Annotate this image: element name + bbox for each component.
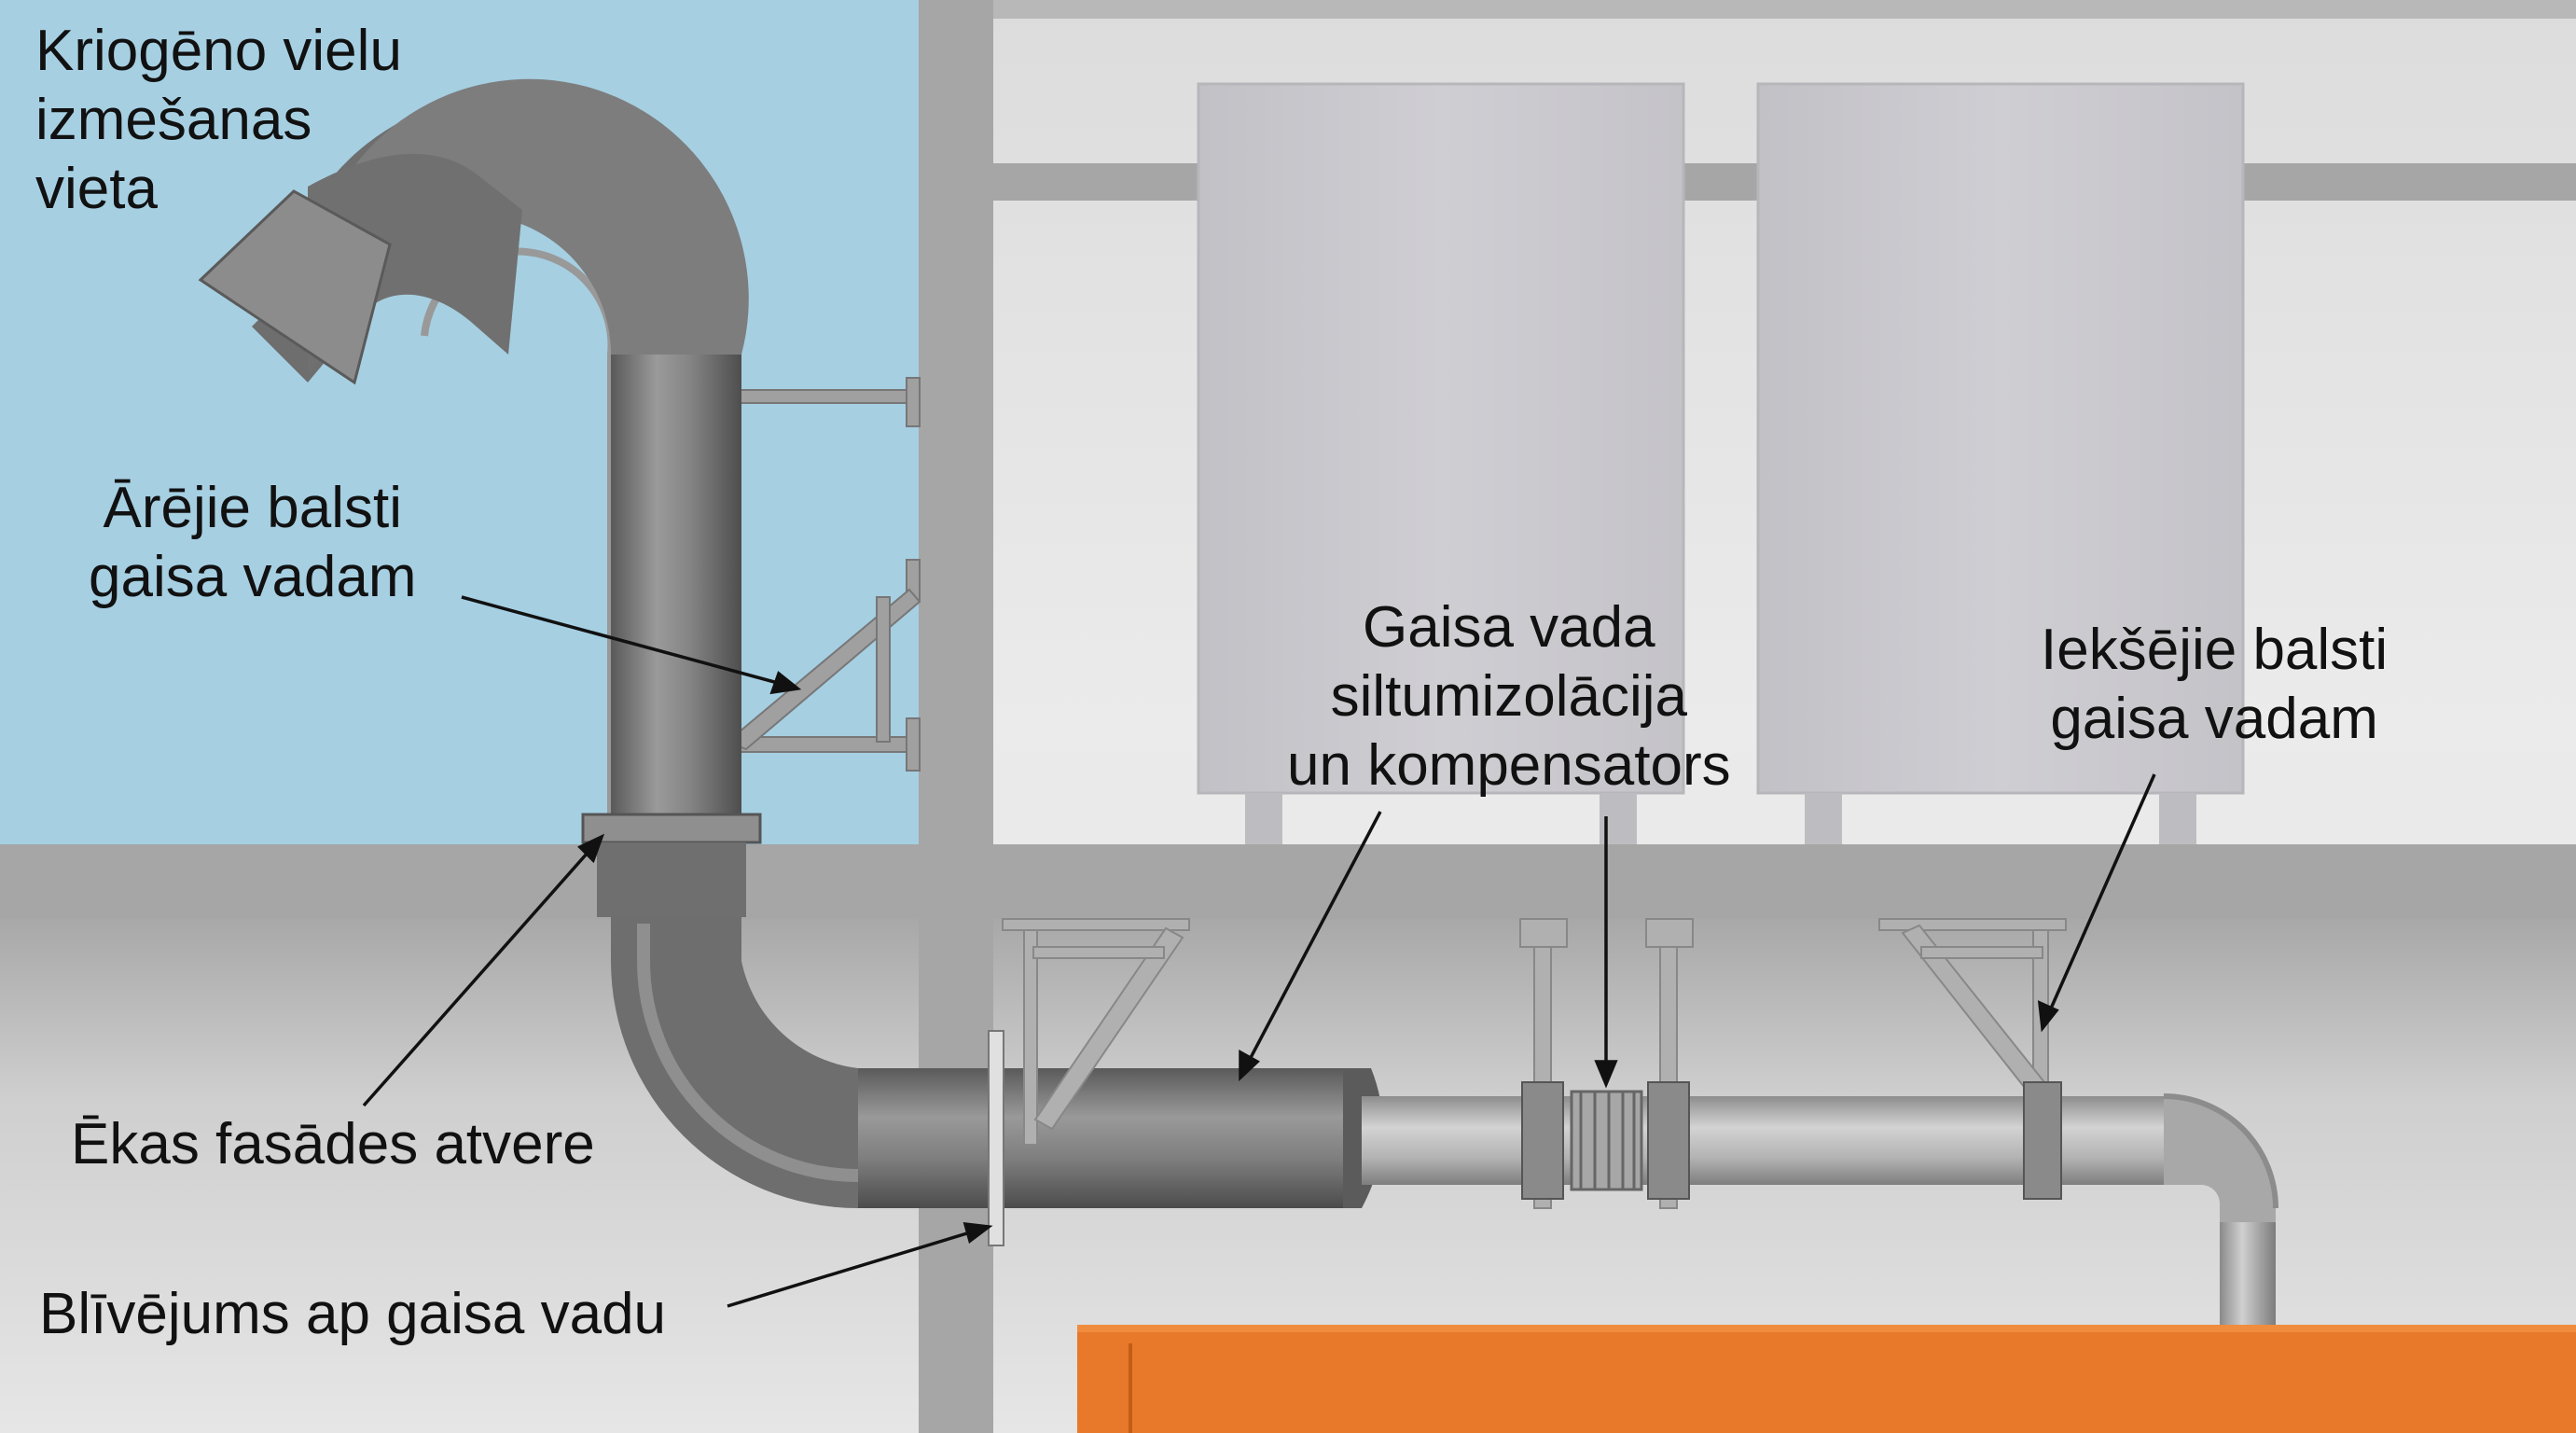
insulated-duct	[858, 1068, 1362, 1208]
label-line: Ārējie balsti	[103, 476, 403, 540]
label-line: Iekšējie balsti	[2041, 618, 2389, 682]
label-line: vieta	[35, 157, 158, 221]
label-release-point: Kriogēno vielu izmešanas vieta	[35, 17, 402, 224]
duct-elbow-highlight	[637, 924, 859, 1182]
label-line: gaisa vadam	[89, 545, 417, 609]
end-drop	[2220, 1222, 2276, 1325]
label-line: Blīvējums ap gaisa vadu	[39, 1282, 667, 1346]
label-external-supports: Ārējie balsti gaisa vadam	[89, 474, 417, 612]
interior-supports	[1002, 918, 2067, 1209]
facade-collar	[597, 842, 746, 917]
label-line: Ēkas fasādes atvere	[71, 1112, 595, 1176]
label-internal-supports: Iekšējie balsti gaisa vadam	[2041, 616, 2388, 754]
pipe-clamps	[1521, 1081, 2062, 1200]
leader-lines	[362, 595, 2156, 1308]
equipment-cabinets	[1197, 82, 2245, 844]
facade-flange	[581, 813, 762, 844]
label-line: un kompensators	[1287, 733, 1731, 798]
label-line: siltumizolācija	[1330, 664, 1688, 729]
label-line: Gaisa vada	[1362, 595, 1655, 660]
label-facade-opening: Ēkas fasādes atvere	[71, 1110, 595, 1179]
orange-equipment	[1077, 1325, 2576, 1433]
label-line: gaisa vadam	[2050, 687, 2378, 751]
label-insulation-compensator: Gaisa vada siltumizolācija un kompensato…	[1287, 593, 1731, 800]
label-duct-seal: Blīvējums ap gaisa vadu	[39, 1280, 666, 1349]
end-bend-curve	[2163, 1093, 2278, 1209]
label-line: izmešanas	[35, 88, 312, 152]
label-line: Kriogēno vielu	[35, 19, 402, 83]
compensator	[1570, 1090, 1643, 1191]
seal-flange	[988, 1030, 1004, 1246]
